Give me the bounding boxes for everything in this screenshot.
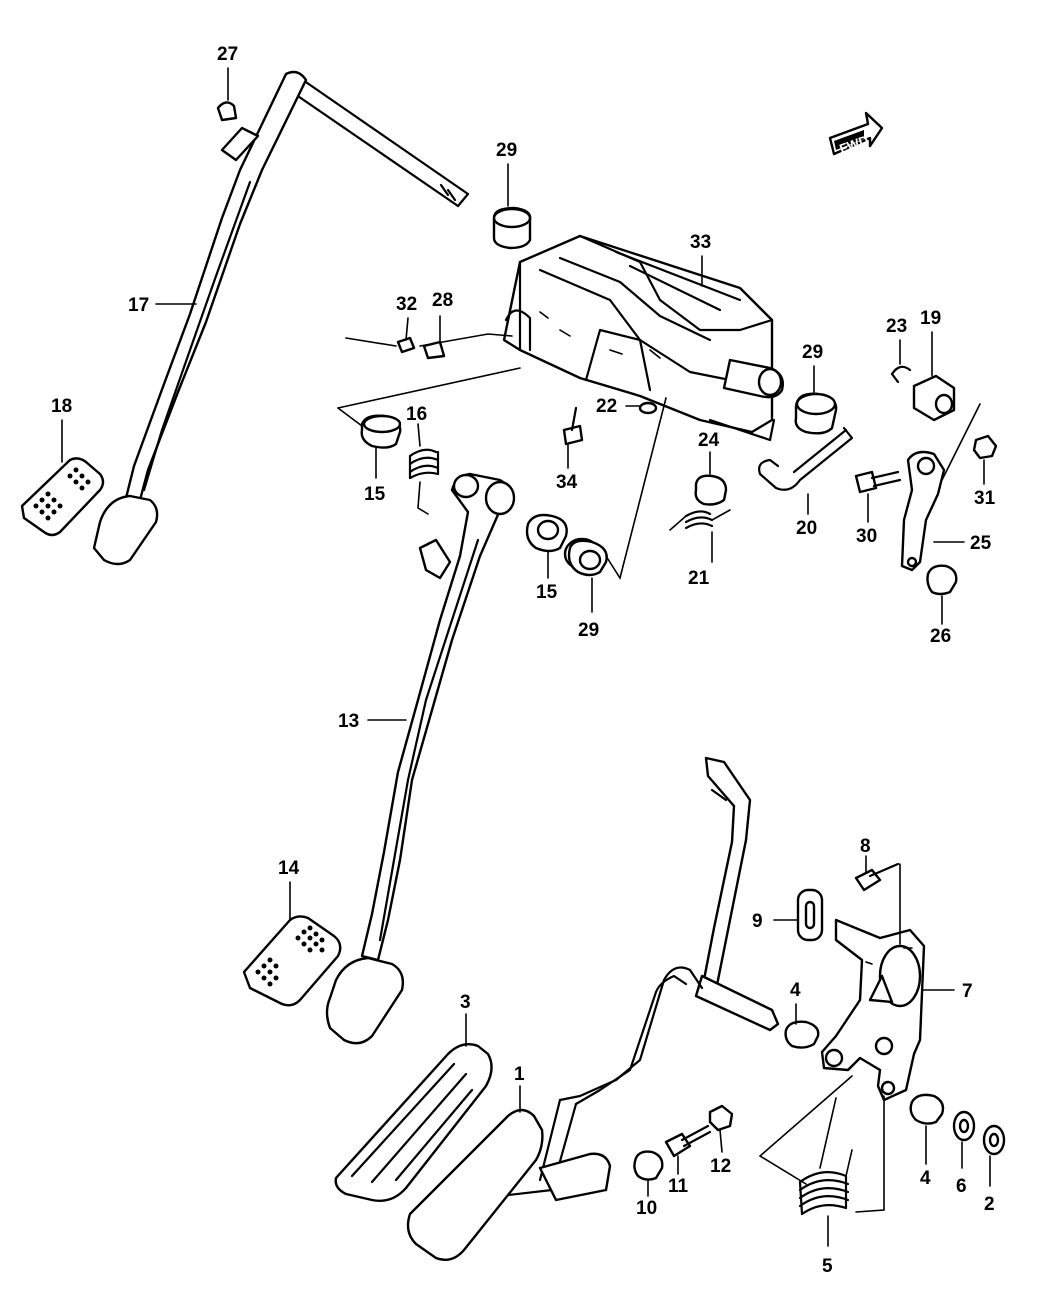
- accelerator-pedal-pad-3: [334, 1043, 493, 1202]
- brake-pedal-arm: [325, 472, 516, 1045]
- part-label-34: 34: [556, 472, 578, 493]
- clip-2: [982, 1124, 1006, 1156]
- part-label-6: 6: [956, 1176, 967, 1197]
- part-label-30: 30: [856, 526, 877, 547]
- clutch-pedal-arm: [92, 70, 470, 566]
- part-label-5: 5: [822, 1256, 833, 1277]
- bushing-29-right: [794, 392, 838, 435]
- part-label-31: 31: [974, 488, 996, 509]
- spring-5: [798, 1097, 853, 1216]
- part-label-19: 19: [920, 308, 941, 329]
- part-labels: 27 17 18 29 33 32 28 29 23 19 16 22 24 3…: [51, 44, 996, 1277]
- part-label-22: 22: [596, 396, 617, 417]
- part-label-16: 16: [406, 404, 427, 425]
- part-label-26: 26: [930, 626, 951, 647]
- clip-22: [638, 401, 658, 415]
- part-label-33: 33: [690, 232, 711, 253]
- nut-31: [972, 434, 998, 460]
- bushing-29-top: [492, 206, 532, 250]
- part-label-32: 32: [396, 294, 417, 315]
- bushing-15-left: [360, 414, 402, 449]
- pedal-bracket-33: [502, 234, 784, 442]
- part-label-11: 11: [668, 1176, 689, 1197]
- part-label-23: 23: [886, 316, 907, 337]
- part-label-25: 25: [970, 533, 992, 554]
- part-label-17: 17: [128, 295, 149, 316]
- part-label-29-top: 29: [496, 140, 517, 161]
- assembly-guide-lines: [337, 333, 981, 1213]
- washer-6: [952, 1110, 976, 1142]
- accelerator-bracket-7: [820, 918, 926, 1102]
- part-label-29-right: 29: [802, 342, 823, 363]
- cap-10: [633, 1150, 664, 1181]
- brake-pedal-pad: [242, 915, 342, 1007]
- part-label-7: 7: [962, 981, 973, 1002]
- bolt-11: [664, 1124, 712, 1158]
- bolt-8: [854, 862, 900, 892]
- lever-25: [900, 450, 946, 572]
- clutch-pedal-pad: [20, 457, 105, 537]
- clip-23: [890, 365, 912, 384]
- accelerator-pedal-1: [406, 1108, 544, 1261]
- part-label-13: 13: [338, 711, 359, 732]
- part-label-9: 9: [752, 911, 763, 932]
- rod-20: [758, 426, 854, 491]
- part-label-18: 18: [51, 396, 72, 417]
- part-label-21: 21: [688, 568, 710, 589]
- forward-arrow-icon: FWD: [828, 111, 884, 156]
- nut-12: [708, 1104, 734, 1132]
- part-label-24: 24: [698, 430, 720, 451]
- block-19: [912, 374, 956, 422]
- bolt-30: [854, 470, 902, 494]
- part-label-12: 12: [710, 1156, 731, 1177]
- part-label-15-lower: 15: [536, 582, 558, 603]
- bushing-15-lower: [525, 513, 568, 553]
- bushing-4-lower: [909, 1093, 945, 1125]
- bolt-34: [562, 406, 584, 446]
- part-label-14: 14: [278, 858, 300, 879]
- stopper-27: [216, 101, 238, 122]
- grommet-9: [796, 888, 824, 942]
- part-label-1: 1: [514, 1064, 525, 1085]
- accelerator-pedal-arm: [498, 756, 780, 1202]
- part-label-29-lower: 29: [578, 620, 599, 641]
- spring-16: [408, 448, 440, 515]
- part-label-20: 20: [796, 518, 817, 539]
- bushing-4-upper: [784, 1020, 820, 1049]
- part-label-2: 2: [984, 1194, 995, 1215]
- part-label-8: 8: [860, 836, 871, 857]
- part-label-10: 10: [636, 1198, 657, 1219]
- bushing-24: [694, 474, 728, 506]
- part-label-4-upper: 4: [790, 980, 801, 1001]
- part-label-28: 28: [432, 290, 453, 311]
- part-label-4-lower: 4: [920, 1168, 931, 1189]
- leader-lines: [61, 67, 991, 1247]
- bushing-26: [926, 564, 958, 596]
- part-label-3: 3: [460, 992, 471, 1013]
- part-label-27: 27: [217, 44, 238, 65]
- bushing-29-lower: [563, 537, 608, 577]
- spring-21: [669, 509, 731, 531]
- part-label-15-left: 15: [364, 484, 386, 505]
